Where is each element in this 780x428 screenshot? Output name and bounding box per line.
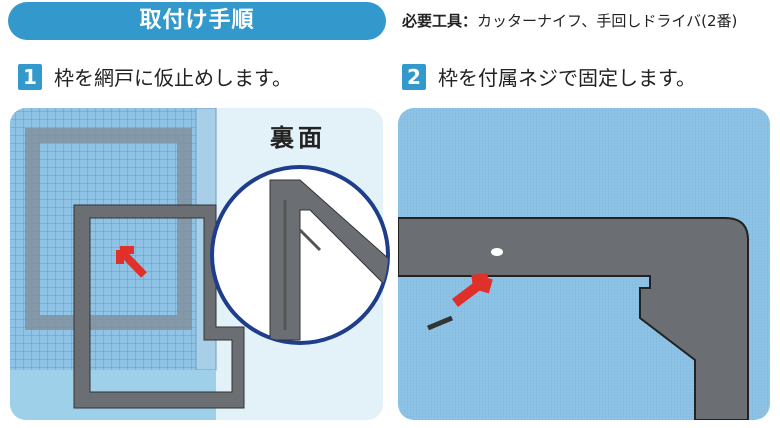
step-text: 枠を付属ネジで固定します。 bbox=[438, 66, 696, 90]
tools-list: カッターナイフ、手回しドライバ(2番) bbox=[477, 12, 738, 30]
step-2-illustration bbox=[398, 108, 770, 420]
step-number: 2 bbox=[402, 63, 426, 90]
step-1-heading: 1 枠を網戸に仮止めします。 bbox=[18, 62, 292, 91]
title-banner: 取付け手順 bbox=[8, 2, 386, 40]
back-view-label: 裏面 bbox=[270, 124, 326, 152]
required-tools: 必要工具：カッターナイフ、手回しドライバ(2番) bbox=[402, 10, 737, 31]
step-2-heading: 2 枠を付属ネジで固定します。 bbox=[402, 62, 696, 91]
step-number: 1 bbox=[18, 63, 42, 90]
step-text: 枠を網戸に仮止めします。 bbox=[54, 66, 292, 90]
tools-label: 必要工具： bbox=[402, 12, 478, 30]
